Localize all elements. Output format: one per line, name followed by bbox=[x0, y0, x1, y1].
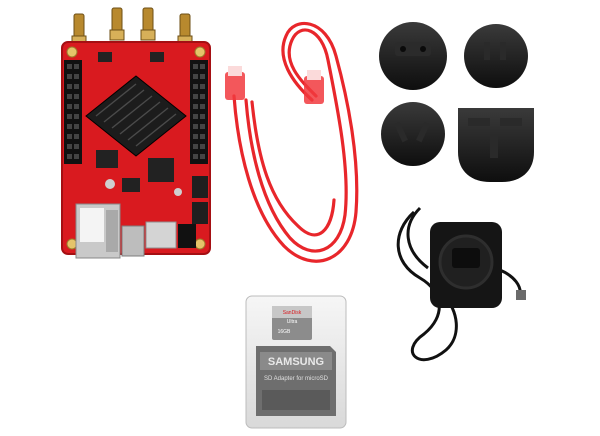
pin-header-right bbox=[190, 60, 208, 164]
power-supply bbox=[396, 206, 526, 362]
sd-adapter-brand: SAMSUNG bbox=[268, 356, 324, 368]
sd-adapter-label: SD Adapter for microSD bbox=[264, 376, 329, 382]
plug-adapter-uk bbox=[458, 108, 534, 182]
microsd-capacity: 16GB bbox=[278, 329, 291, 335]
microsd-card: SanDisk Ultra 16GB bbox=[272, 306, 312, 340]
plug-adapter-us bbox=[464, 24, 528, 88]
ethernet-cable bbox=[232, 21, 359, 263]
rj45-plug-left bbox=[225, 66, 245, 100]
plug-adapter-au bbox=[381, 102, 445, 166]
microsd-line: Ultra bbox=[287, 319, 298, 325]
heatsink bbox=[85, 75, 187, 157]
microsd-brand: SanDisk bbox=[283, 310, 302, 316]
sma-connectors bbox=[71, 7, 193, 47]
pin-header-left bbox=[64, 60, 82, 164]
circuit-board bbox=[61, 7, 211, 259]
rj45-plug-right bbox=[304, 70, 324, 104]
ethernet-jack bbox=[75, 203, 121, 259]
sd-adapter: SAMSUNG SD Adapter for microSD bbox=[256, 346, 336, 416]
sd-card-case: SanDisk Ultra 16GB SAMSUNG SD Adapter fo… bbox=[245, 295, 347, 429]
plug-adapter-eu bbox=[379, 22, 447, 90]
